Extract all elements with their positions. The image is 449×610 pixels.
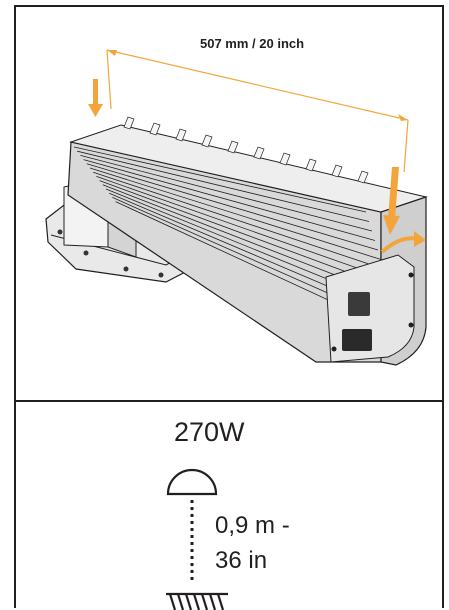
down-arrow-icon xyxy=(383,167,400,235)
dimension-marker xyxy=(106,49,409,173)
fin-ridge xyxy=(331,164,343,178)
lamp-dome-icon xyxy=(166,468,218,496)
fin-ridge xyxy=(149,122,161,136)
fin-line xyxy=(99,180,391,289)
fin-ridge xyxy=(201,134,213,148)
fixture-drawing xyxy=(45,49,428,366)
power-inlet xyxy=(342,329,372,351)
fin-ridge xyxy=(175,128,187,142)
fin-line xyxy=(77,150,370,222)
length-dimension-label: 507 mm / 20 inch xyxy=(200,36,305,51)
distance-diagram xyxy=(166,468,228,610)
fin-line xyxy=(80,155,373,232)
distance-metric-label: 0,9 m - xyxy=(215,512,290,539)
plant-canopy-icon xyxy=(166,592,228,610)
fin-line xyxy=(83,159,376,241)
fin-ridge xyxy=(253,146,265,160)
wattage-label: 270W xyxy=(174,417,245,447)
distance-imperial-label: 36 in xyxy=(215,547,268,574)
fin-ridge xyxy=(357,170,369,184)
fin-line xyxy=(86,163,379,251)
product-illustration-panel: 507 mm / 20 inch xyxy=(16,7,442,400)
fin-line xyxy=(93,171,385,270)
spec-card: 507 mm / 20 inch 270W 0,9 m - xyxy=(14,5,444,610)
fin-line xyxy=(89,167,382,260)
fin-ridge xyxy=(305,158,317,172)
fin-line xyxy=(73,146,367,213)
fin-ridge xyxy=(279,152,291,166)
lamp-distance-panel: 270W 0,9 m - 36 in xyxy=(16,402,442,610)
section-divider xyxy=(16,400,442,402)
rotate-arrow-icon xyxy=(380,231,426,254)
down-arrow-icon xyxy=(88,79,103,117)
socket-connector xyxy=(348,292,370,316)
fin-line xyxy=(96,176,388,279)
fin-ridge xyxy=(123,116,135,130)
fin-ridge xyxy=(227,140,239,154)
